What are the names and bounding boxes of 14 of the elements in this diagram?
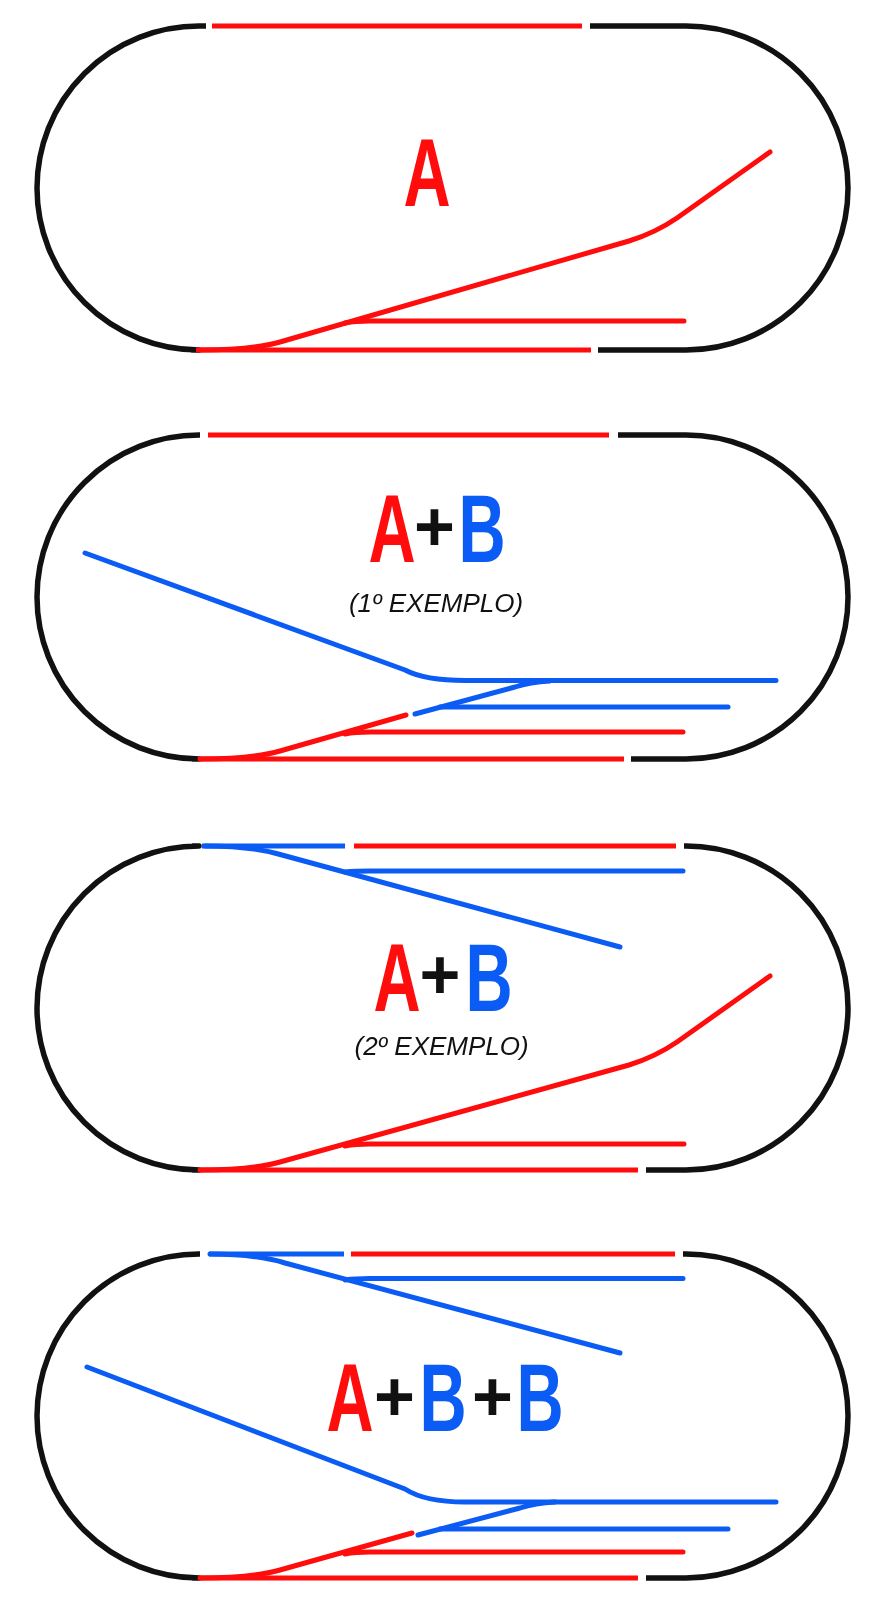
- module-label: B: [419, 1360, 467, 1437]
- plus-sign: +: [414, 498, 455, 555]
- module-label: B: [458, 491, 506, 569]
- module-label: B: [516, 1360, 564, 1437]
- plus-sign: +: [472, 1368, 513, 1425]
- module-label: A: [367, 491, 416, 569]
- module-label: A: [373, 940, 421, 1017]
- plus-sign: +: [419, 947, 461, 1003]
- example-caption: (2º EXEMPLO): [354, 1033, 529, 1059]
- module-label: B: [465, 940, 513, 1017]
- plus-sign: +: [374, 1368, 415, 1425]
- module-label: A: [403, 134, 451, 212]
- example-caption: (1º EXEMPLO): [348, 590, 524, 616]
- module-label: A: [326, 1360, 374, 1437]
